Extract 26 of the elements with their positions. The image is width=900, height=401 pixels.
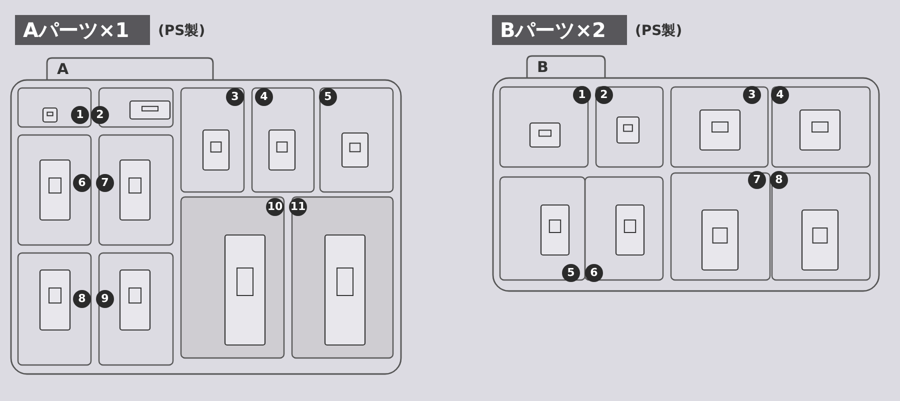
heading-badge: Aパーツ×1 [15,15,150,45]
callout-number: 1 [71,106,89,124]
callout-number: 7 [96,174,114,192]
callout-number: 7 [748,171,766,189]
callout-number: 3 [226,88,244,106]
material-note: (PS製) [635,22,682,40]
callout-number: 8 [770,171,788,189]
runner-letter: B [537,58,548,76]
callout-number: 4 [255,88,273,106]
callout-number: 8 [73,290,91,308]
callout-number: 1 [573,86,591,104]
callout-number: 6 [585,264,603,282]
callout-number: 9 [96,290,114,308]
callout-number: 6 [73,174,91,192]
callout-number: 5 [319,88,337,106]
parts-runner [10,57,402,375]
callout-number: 2 [91,106,109,124]
callout-number: 3 [743,86,761,104]
runner-letter: A [57,60,69,78]
callout-number: 11 [289,198,307,216]
callout-number: 5 [562,264,580,282]
callout-number: 2 [595,86,613,104]
parts-runner [492,55,880,292]
callout-number: 4 [771,86,789,104]
heading-badge: Bパーツ×2 [492,15,627,45]
material-note: (PS製) [158,22,206,40]
